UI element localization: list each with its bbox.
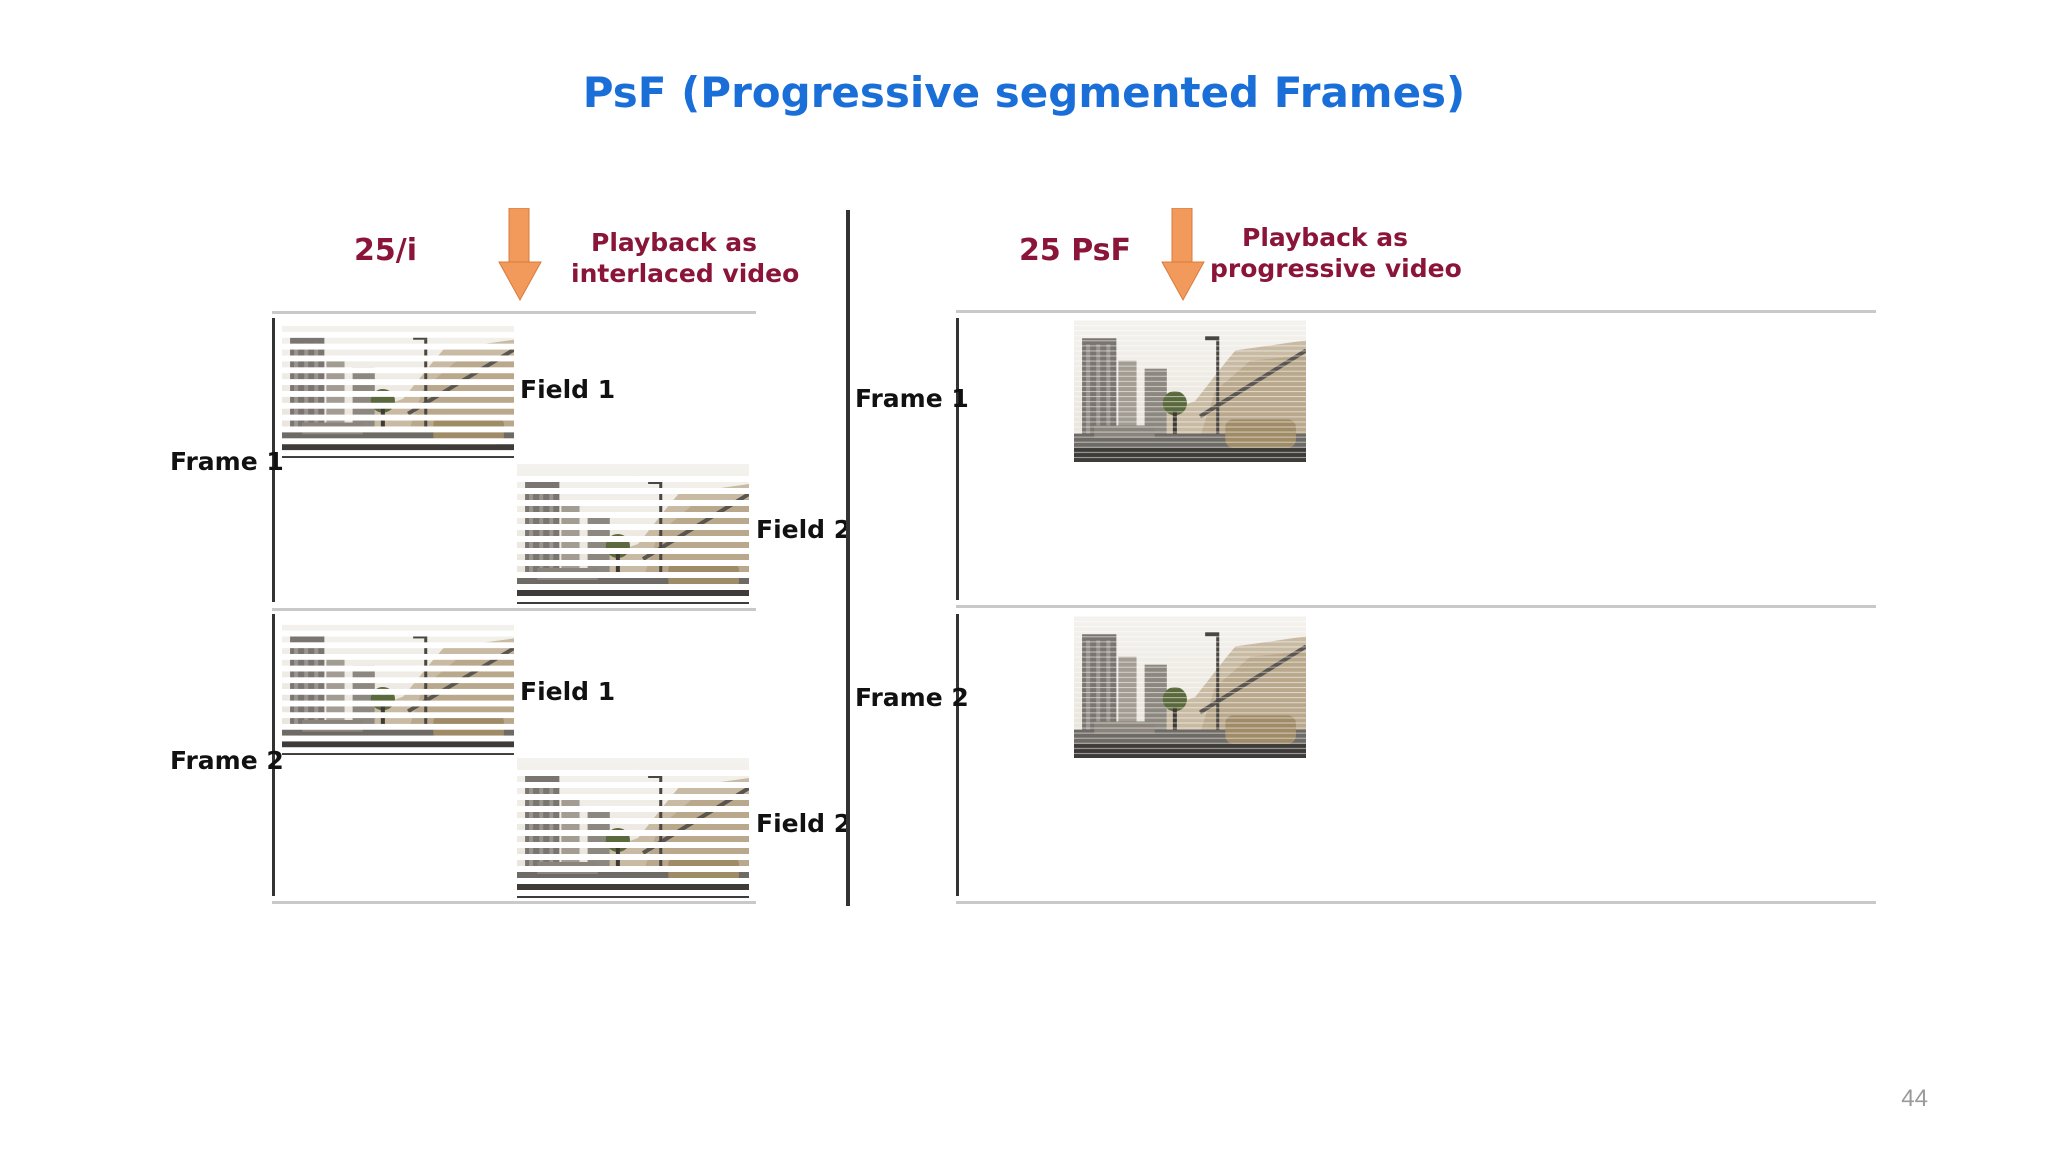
mid-rule-left xyxy=(272,608,756,611)
page-title: PsF (Progressive segmented Frames) xyxy=(582,68,1466,117)
mid-rule-right xyxy=(956,605,1876,608)
bottom-rule-left xyxy=(272,901,756,904)
field-1-label: Field 1 xyxy=(520,375,616,404)
field-1-thumbnail xyxy=(282,320,514,458)
frame-2-bracket-right xyxy=(956,614,959,896)
playback-note-line-2: interlaced video xyxy=(571,259,800,288)
field-2-label: Field 2 xyxy=(756,809,852,838)
down-arrow-icon xyxy=(498,208,542,302)
playback-note-interlaced: Playback as interlaced video xyxy=(571,227,800,289)
frame-1-bracket-right xyxy=(956,318,959,600)
field-2-thumbnail xyxy=(517,758,749,898)
frame-1-bracket xyxy=(272,318,275,602)
page-number: 44 xyxy=(1901,1085,1928,1112)
rate-label-interlaced: 25/i xyxy=(354,233,417,268)
frame-2-bracket xyxy=(272,614,275,896)
playback-note-progressive: Playback as progressive video xyxy=(1210,222,1462,284)
field-2-label: Field 2 xyxy=(756,515,852,544)
frame-2-thumbnail xyxy=(1074,616,1306,758)
rate-label-psf: 25 PsF xyxy=(1019,233,1132,268)
frame-1-thumbnail xyxy=(1074,320,1306,462)
frame-2-label-left: Frame 2 xyxy=(170,746,284,775)
playback-note-line-2: progressive video xyxy=(1210,254,1462,283)
down-arrow-icon xyxy=(1161,208,1205,302)
top-rule-left xyxy=(272,311,756,314)
frame-1-label-right: Frame 1 xyxy=(855,384,969,413)
field-1-label: Field 1 xyxy=(520,677,616,706)
bottom-rule-right xyxy=(956,901,1876,904)
frame-1-label-left: Frame 1 xyxy=(170,447,284,476)
field-1-thumbnail xyxy=(282,619,514,755)
playback-note-line-1: Playback as xyxy=(591,228,757,257)
panel-divider xyxy=(846,210,850,906)
playback-note-line-1: Playback as xyxy=(1242,223,1408,252)
field-2-thumbnail xyxy=(517,464,749,604)
frame-2-label-right: Frame 2 xyxy=(855,683,969,712)
top-rule-right xyxy=(956,310,1876,313)
